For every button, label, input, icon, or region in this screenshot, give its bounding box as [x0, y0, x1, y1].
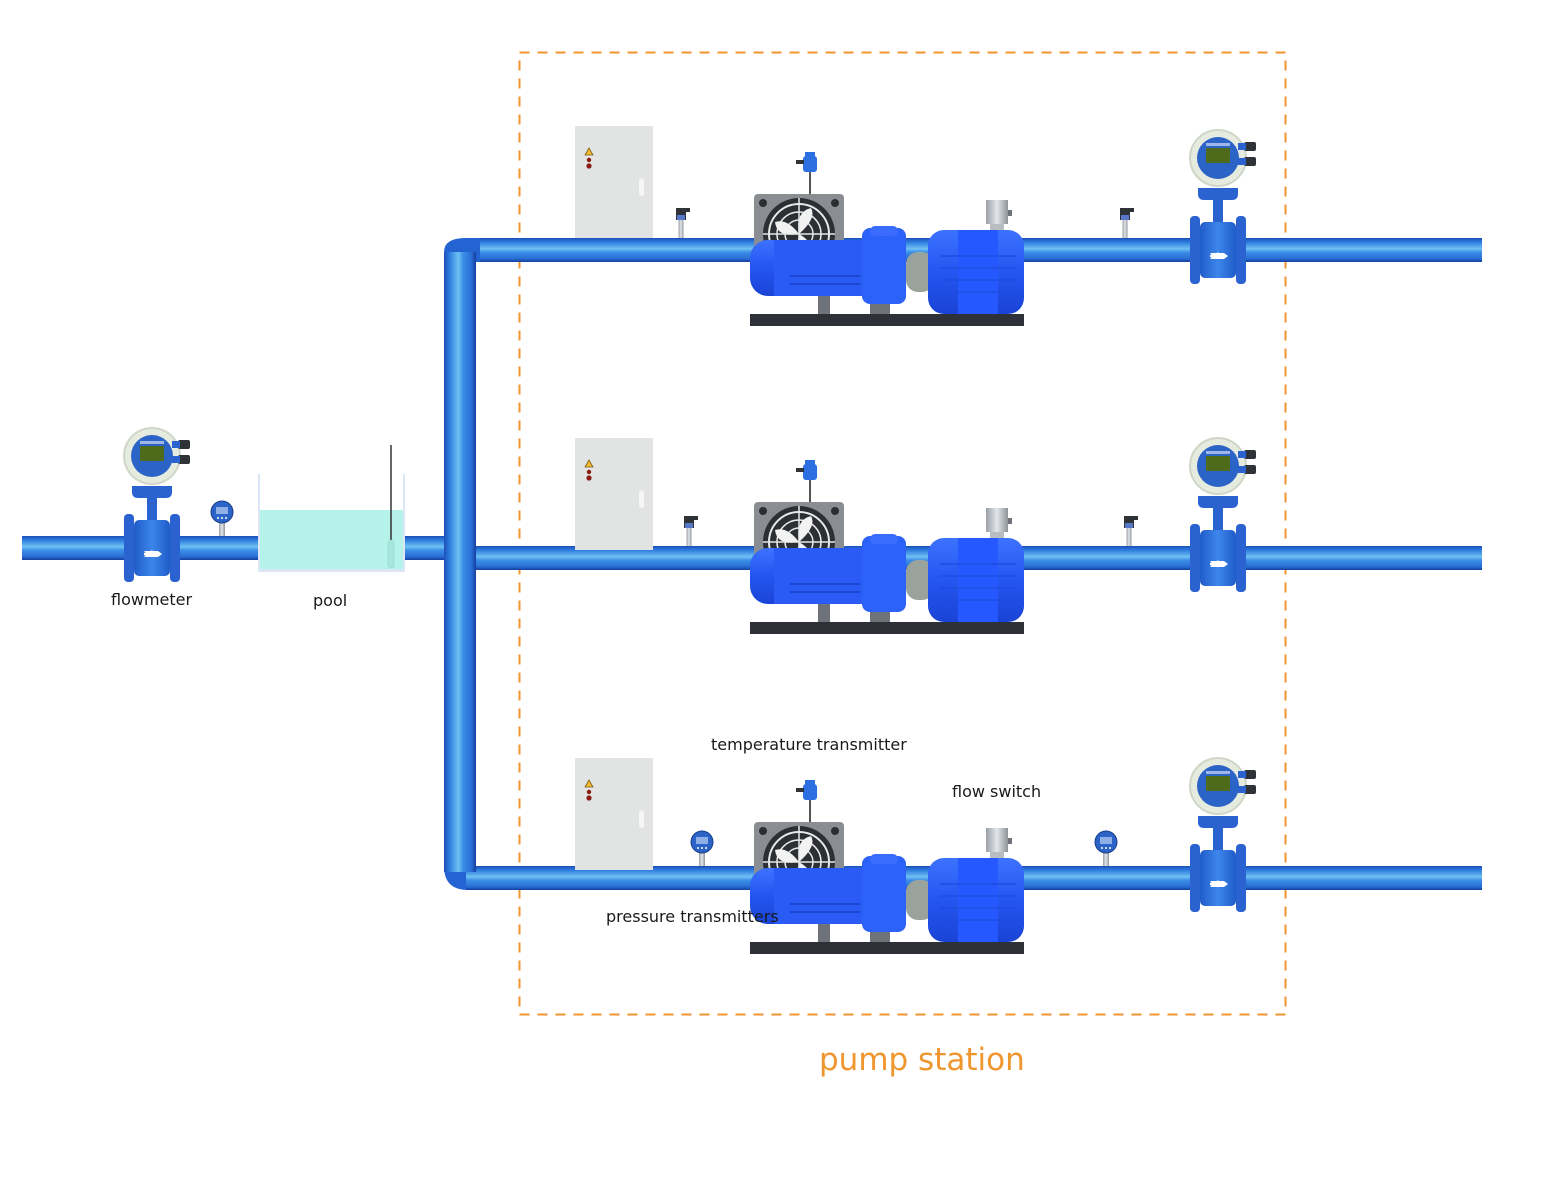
pool-label: pool — [313, 591, 348, 610]
header-pipe-top-elbow — [444, 238, 480, 262]
pressure-transmitter-1b — [1120, 208, 1134, 238]
flowmeter-label: flowmeter — [111, 590, 193, 609]
control-cabinet-3 — [574, 757, 654, 871]
pressure-transmitter-2a — [684, 516, 698, 546]
pump-assembly-1 — [749, 151, 1025, 327]
pressure-transmitters-label: pressure transmitters — [606, 907, 779, 926]
pump-station-title: pump station — [819, 1042, 1025, 1078]
pump-assembly-2 — [749, 459, 1025, 635]
pressure-transmitter-2b — [1124, 516, 1138, 546]
pool — [258, 445, 405, 572]
inlet-pressure-gauge — [210, 500, 234, 537]
pump-assembly-3 — [749, 779, 1025, 955]
pump-station-boundary — [518, 51, 1287, 1016]
flow-switch-label: flow switch — [952, 782, 1042, 801]
pressure-gauge-3a — [690, 830, 714, 867]
temperature-transmitter-label: temperature transmitter — [711, 735, 907, 754]
control-cabinet-1 — [574, 125, 654, 239]
header-pipe-overlay — [444, 252, 476, 872]
pressure-gauge-3b — [1094, 830, 1118, 867]
control-cabinet-2 — [574, 437, 654, 551]
level-sensor-probe — [387, 539, 395, 569]
pressure-transmitter-1a — [676, 208, 690, 238]
